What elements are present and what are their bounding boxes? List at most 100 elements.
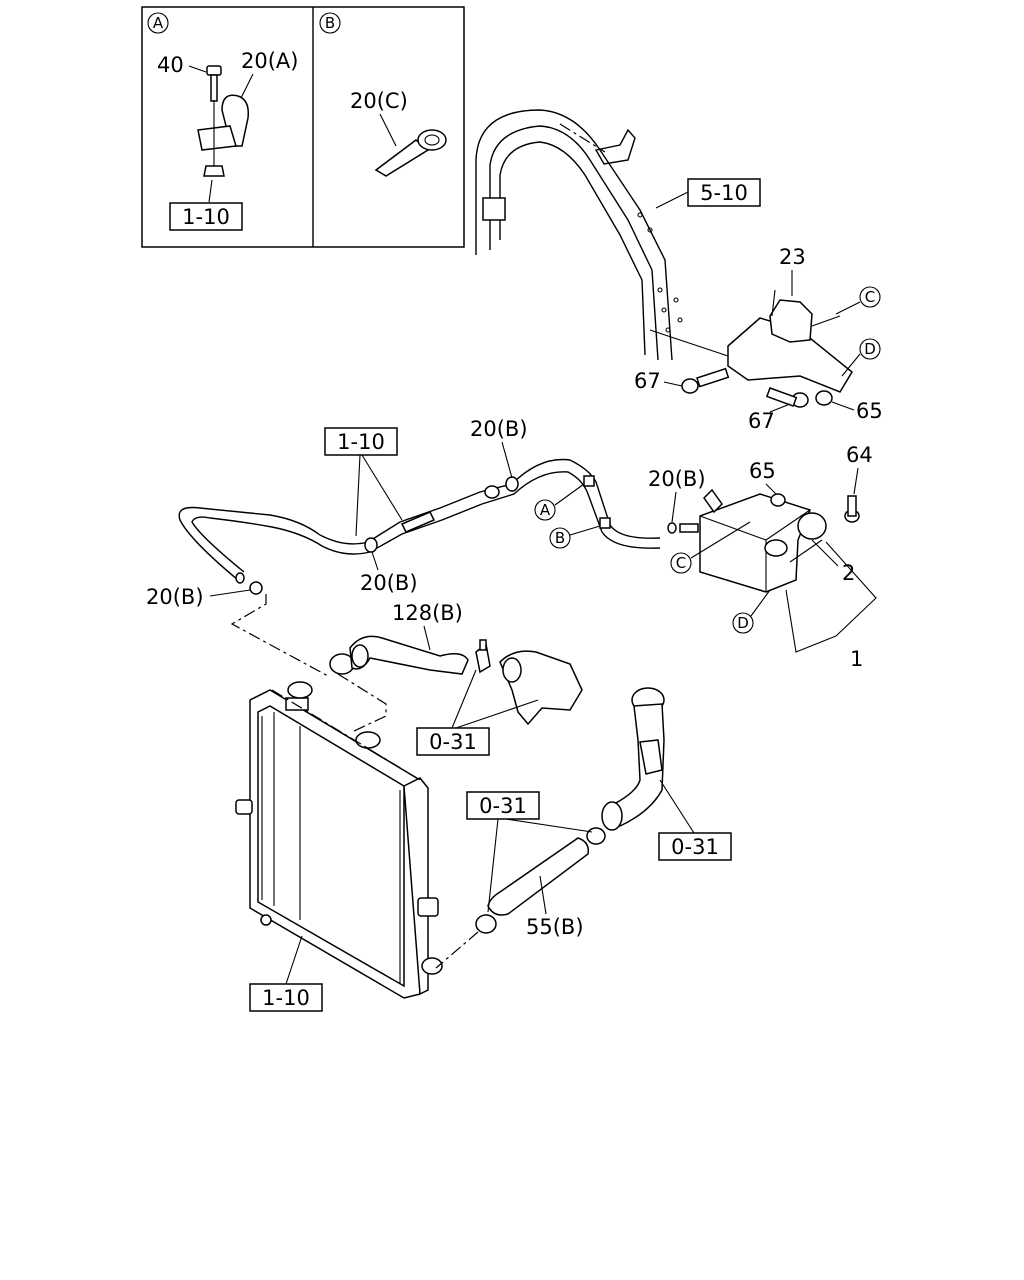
marker-d-bracket: D xyxy=(864,340,876,358)
label-part-65-bracket: 65 xyxy=(856,399,883,423)
marker-b-hose: B xyxy=(555,529,565,547)
inset-b: B 20(C) xyxy=(319,12,447,177)
marker-c-tank: C xyxy=(676,554,686,572)
detail-insets: A 40 20(A) 1-10 B xyxy=(141,6,465,248)
ref-inset-a: 1-10 xyxy=(182,205,230,229)
label-part-20b-top: 20(B) xyxy=(470,417,528,441)
ref-frame-5-10: 5-10 xyxy=(700,181,748,205)
marker-b-hose-circle xyxy=(549,527,571,549)
lower-pipe-group: 0-31 0-31 55(B) xyxy=(435,687,732,969)
bolt-64 xyxy=(844,495,860,523)
nut-65-tank xyxy=(770,493,786,507)
tank-nipple xyxy=(679,523,699,533)
hose-55b xyxy=(487,837,590,916)
ref-lower-right-0-31: 0-31 xyxy=(671,835,719,859)
ref-upper-0-31: 0-31 xyxy=(429,730,477,754)
ref-box-lower-left xyxy=(466,791,540,820)
tank-bracket: 23 C D 67 67 65 xyxy=(634,245,883,433)
clamp-20a xyxy=(197,94,250,168)
leader-20a xyxy=(239,73,254,101)
inset-b-marker: B xyxy=(325,14,335,32)
label-part-67-right: 67 xyxy=(748,409,775,433)
switch-23 xyxy=(769,299,813,343)
clip-20b-left xyxy=(249,581,263,595)
overflow-hose: 1-10 20(B) 20(B) 20(B) A B xyxy=(146,417,661,677)
hose-128b-end xyxy=(351,644,369,668)
label-part-23: 23 xyxy=(779,245,806,269)
ref-box-hose xyxy=(324,427,398,456)
frame-outline-rear xyxy=(499,141,646,356)
inset-a-marker-circle xyxy=(147,12,169,34)
clip-20c xyxy=(374,129,447,177)
leader-dash-lower xyxy=(435,931,479,969)
inset-b-marker-circle xyxy=(319,12,341,34)
hose-joint xyxy=(400,511,436,533)
frame-outline-inner xyxy=(489,125,659,361)
marker-d-tank-circle xyxy=(732,612,754,634)
lower-pipe xyxy=(604,703,665,827)
marker-c-bracket-circle xyxy=(859,286,881,308)
marker-a-hose-circle xyxy=(534,499,556,521)
hose-fitting-a xyxy=(583,475,595,487)
radiator-core xyxy=(257,705,405,988)
label-part-67-left: 67 xyxy=(634,369,661,393)
frame-mount xyxy=(482,197,506,221)
frame-assembly: 5-10 xyxy=(475,109,761,361)
label-part-20b-mid: 20(B) xyxy=(360,571,418,595)
ref-lower-left-0-31: 0-31 xyxy=(479,794,527,818)
label-part-128b: 128(B) xyxy=(392,601,463,625)
label-part-2: 2 xyxy=(842,561,855,585)
hose-clamp-55b-upper xyxy=(586,827,606,845)
ref-box-upper xyxy=(416,727,490,756)
nut-65-bracket xyxy=(815,390,833,406)
inset-a-marker: A xyxy=(153,14,164,32)
ref-box-inset-a xyxy=(169,202,243,231)
leader-dash-left xyxy=(230,594,329,677)
tank-cap-2 xyxy=(797,512,827,540)
leader-frame xyxy=(655,191,689,209)
hose-fitting-b xyxy=(599,517,611,529)
marker-d-tank: D xyxy=(737,614,749,632)
radiator: 1-10 xyxy=(235,681,443,1012)
leader-1 xyxy=(785,541,877,653)
leader-20c xyxy=(379,113,397,147)
lower-pipe-outlet xyxy=(601,801,623,831)
radiator-mount-left xyxy=(235,799,253,815)
label-part-20a: 20(A) xyxy=(241,49,298,73)
radiator-mount-right xyxy=(417,897,439,917)
radiator-side-tank xyxy=(403,777,429,996)
marker-a-hose: A xyxy=(540,501,551,519)
radiator-cap xyxy=(355,731,381,749)
hose-line-upper xyxy=(178,458,661,581)
leader-inset-a-ref xyxy=(208,179,213,203)
leader-40 xyxy=(188,65,207,73)
leader-hose-2 xyxy=(361,454,403,521)
radiator-outlet xyxy=(421,957,443,975)
tank-neck xyxy=(764,539,788,557)
tank-inlet xyxy=(703,488,723,514)
clip-20b-tank xyxy=(667,522,677,534)
wire-c xyxy=(811,315,841,327)
label-part-65-tank: 65 xyxy=(749,459,776,483)
tank-body xyxy=(699,493,811,593)
leader-hose-1 xyxy=(355,454,361,537)
label-part-20c: 20(C) xyxy=(350,89,408,113)
label-part-1: 1 xyxy=(850,647,863,671)
upper-hose-group: 128(B) 0-31 xyxy=(329,601,583,756)
marker-c-bracket: C xyxy=(865,288,875,306)
hose-clamp-55b-lower xyxy=(475,914,497,934)
nut-inset-a xyxy=(203,165,225,177)
inset-a: A 40 20(A) 1-10 xyxy=(147,12,298,231)
frame-dash xyxy=(559,123,606,153)
label-part-64: 64 xyxy=(846,443,873,467)
ref-hose-1-10: 1-10 xyxy=(337,430,385,454)
label-part-20b-left: 20(B) xyxy=(146,585,204,609)
marker-c-tank-circle xyxy=(670,552,692,574)
clip-20b-top xyxy=(505,476,519,492)
hose-line-lower xyxy=(191,471,661,573)
reserve-tank: 20(B) 65 64 2 1 C D xyxy=(648,443,877,671)
label-part-55b: 55(B) xyxy=(526,915,584,939)
bolt-67-left xyxy=(681,367,730,394)
hose-clamp-a xyxy=(484,485,500,499)
